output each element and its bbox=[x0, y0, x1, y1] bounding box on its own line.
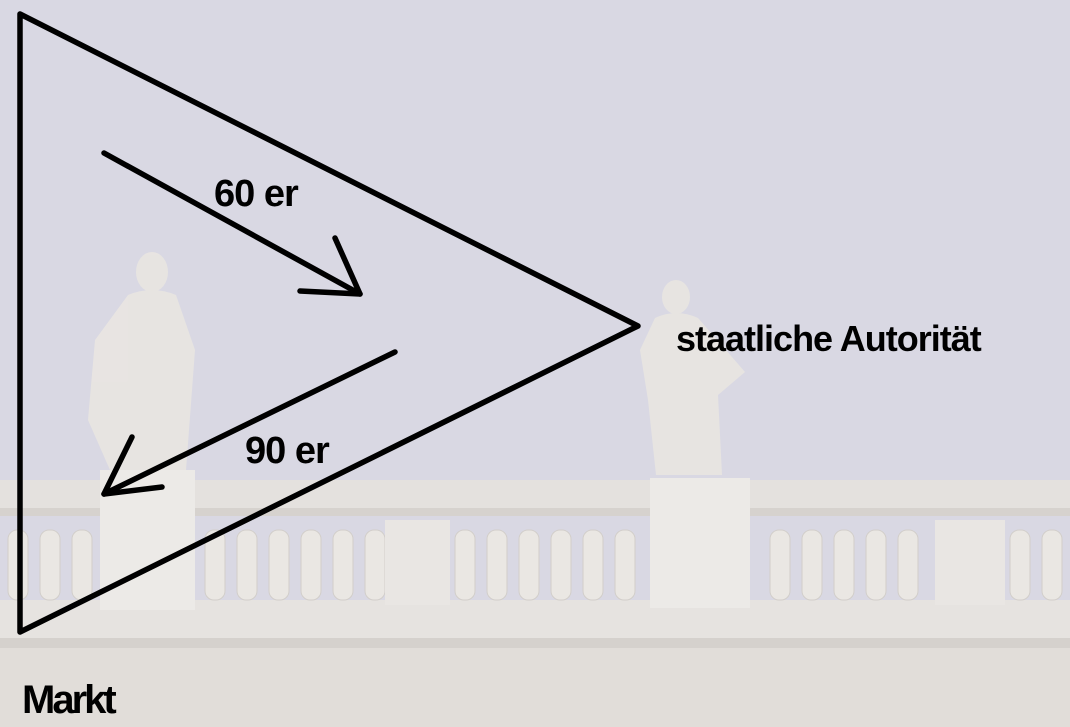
vertex-label-market: Markt bbox=[22, 678, 117, 722]
arrow-60er bbox=[101, 150, 363, 297]
arrow-90er bbox=[101, 349, 398, 497]
arrow-90er-label: 90 er bbox=[245, 430, 330, 472]
background-photo bbox=[0, 252, 1070, 727]
vertex-label-state-authority: staatliche Autorität bbox=[676, 318, 982, 359]
triangle-outline bbox=[17, 11, 641, 635]
arrow-60er-label: 60 er bbox=[214, 173, 299, 215]
